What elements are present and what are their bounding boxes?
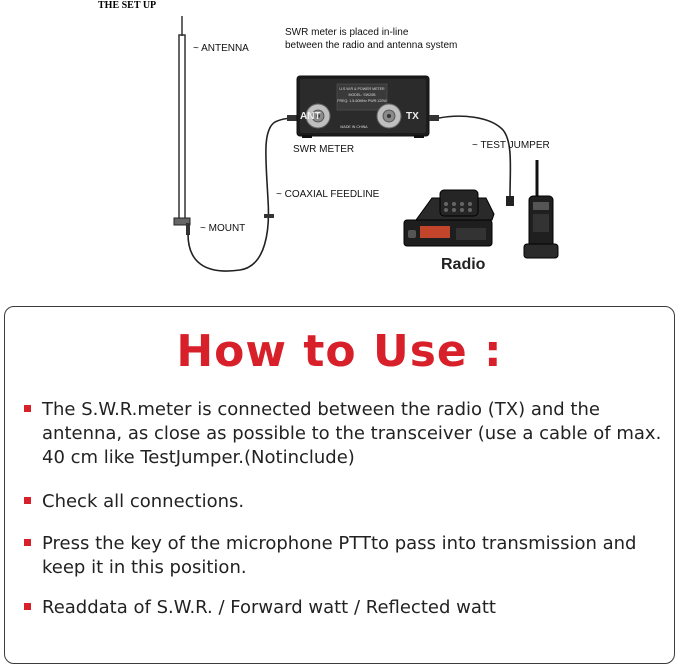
list-item: Check all connections. xyxy=(24,490,244,514)
jumper-plug xyxy=(506,196,514,206)
meter-made-in: MADE IN CHINA xyxy=(340,125,368,129)
test-jumper-cable xyxy=(438,115,512,197)
coaxial-feedline xyxy=(187,117,299,272)
radio-label: Radio xyxy=(441,256,486,273)
swr-meter-label: SWR METER xyxy=(293,144,355,155)
list-item-text: Press the key of the microphone PTTto pa… xyxy=(42,533,637,578)
meter-tx-label: TX xyxy=(406,111,419,122)
mount-label: ~ MOUNT xyxy=(200,223,246,234)
meter-ant-label: ANT xyxy=(300,111,321,122)
how-to-use-card xyxy=(4,306,675,664)
antenna-whip xyxy=(178,16,186,222)
test-jumper-label: ~ TEST JUMPER xyxy=(472,140,550,151)
how-to-use-title: How to Use : xyxy=(176,326,503,377)
tx-plug xyxy=(429,115,439,121)
handheld-radio xyxy=(523,160,559,259)
list-item: Press the key of the microphone PTTto pa… xyxy=(24,532,664,580)
coaxial-feedline-label: ~ COAXIAL FEEDLINE xyxy=(276,189,380,200)
note-line-1: SWR meter is placed in-line xyxy=(285,27,409,38)
list-item: Readdata of S.W.R. / Forward watt / Refl… xyxy=(24,596,496,620)
mobile-radio xyxy=(403,189,495,247)
coax-connector xyxy=(264,214,274,218)
meter-panel-line1: U.S.W.R & POWER METER xyxy=(339,87,385,91)
antenna-label: ~ ANTENNA xyxy=(193,43,249,54)
bullet-square-icon xyxy=(24,603,31,610)
meter-panel-line2: MODEL: SW20B xyxy=(349,93,377,97)
list-item-text: Readdata of S.W.R. / Forward watt / Refl… xyxy=(42,597,496,618)
bullet-square-icon xyxy=(24,497,31,504)
list-item: The S.W.R.meter is connected between the… xyxy=(24,398,664,470)
setup-title: THE SET UP xyxy=(98,0,157,11)
swr-placement-note: SWR meter is placed in-line between the … xyxy=(285,26,457,52)
mount-bracket xyxy=(173,217,191,235)
swr-meter-device xyxy=(296,75,430,138)
setup-diagram: ANT TX U.S.W.R & POWER METER MODEL: SW20… xyxy=(0,0,679,300)
bullet-square-icon xyxy=(24,539,31,546)
ant-plug xyxy=(287,115,297,121)
list-item-text: The S.W.R.meter is connected between the… xyxy=(42,399,662,468)
bullet-square-icon xyxy=(24,405,31,412)
list-item-text: Check all connections. xyxy=(42,491,245,512)
meter-panel-line3: FREQ: 1.5-60MHz PWR:120W xyxy=(337,99,387,103)
note-line-2: between the radio and antenna system xyxy=(285,40,458,51)
setup-diagram-art: ANT TX U.S.W.R & POWER METER MODEL: SW20… xyxy=(173,16,559,272)
